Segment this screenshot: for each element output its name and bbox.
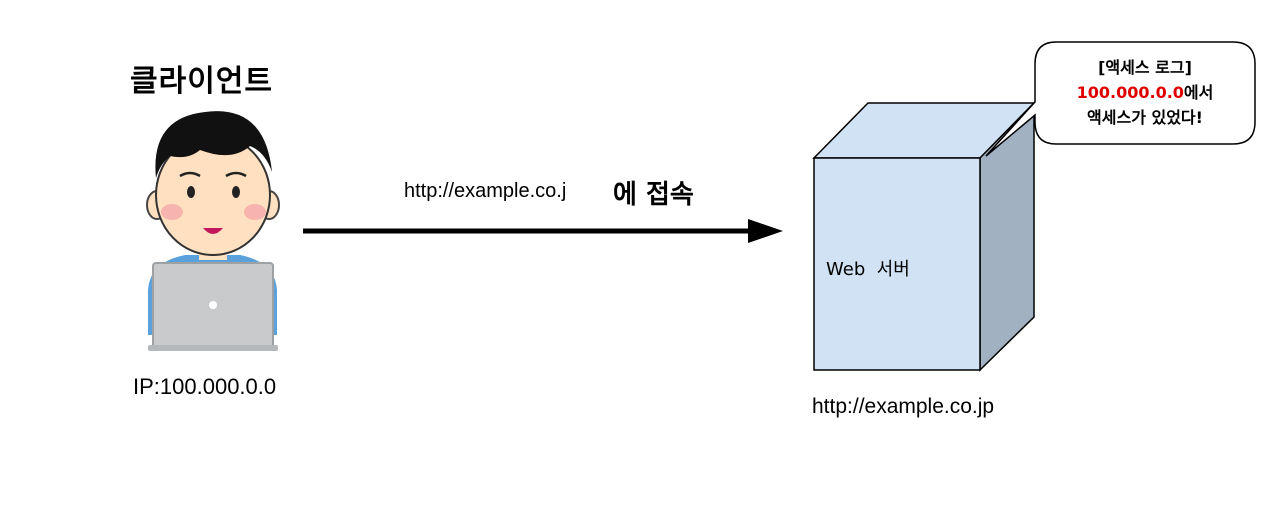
server-url: http://example.co.jp bbox=[812, 395, 995, 418]
log-ip-suffix: 에서 bbox=[1183, 83, 1214, 102]
log-ip-line: 100.000.0.0에서 bbox=[1035, 80, 1255, 105]
request-url: http://example.co.j bbox=[404, 180, 567, 202]
server-box-icon bbox=[812, 101, 1036, 372]
log-message: 액세스가 있었다! bbox=[1087, 108, 1203, 127]
speech-bubble-icon bbox=[985, 41, 1256, 157]
log-ip: 100.000.0.0 bbox=[1076, 83, 1184, 102]
request-suffix: 에 접속 bbox=[613, 180, 694, 210]
access-log-bubble: [액세스 로그] 100.000.0.0에서 액세스가 있었다! bbox=[1035, 42, 1255, 144]
server-label: Web 서버 bbox=[826, 259, 910, 280]
log-title: [액세스 로그] bbox=[1098, 58, 1192, 77]
client-title: 클라이언트 bbox=[130, 64, 273, 99]
client-ip-label: IP:100.000.0.0 bbox=[133, 374, 277, 399]
arrow-right-icon bbox=[303, 219, 783, 243]
person-with-laptop-icon bbox=[146, 111, 280, 351]
